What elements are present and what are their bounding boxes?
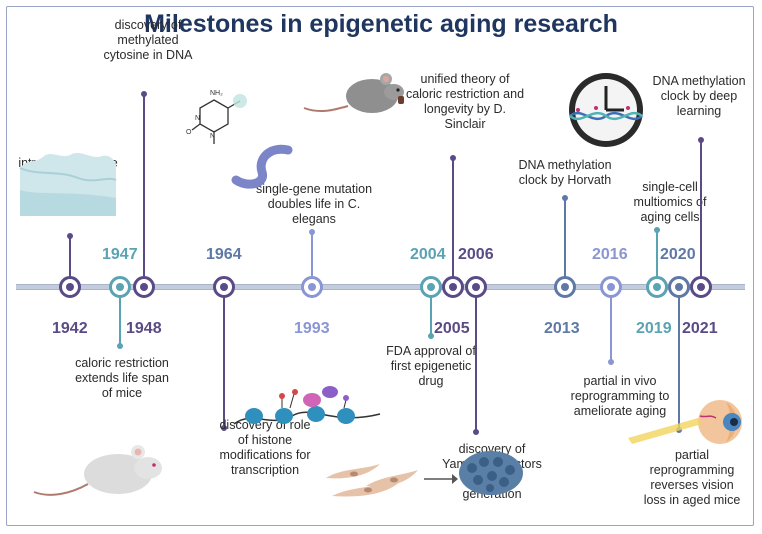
milestone-description-2013: DNA methylation clock by Horvath xyxy=(518,158,612,187)
milestone-year-2021: 2021 xyxy=(682,320,718,337)
stem-end-dot xyxy=(117,343,123,349)
milestone-year-1993: 1993 xyxy=(294,320,330,337)
milestone-stem-2006 xyxy=(473,287,479,435)
svg-text:N: N xyxy=(195,115,200,122)
stem-end-dot xyxy=(67,233,73,239)
milestone-description-2005: unified theory of caloric restriction an… xyxy=(405,72,525,131)
milestone-node-2021 xyxy=(690,276,712,298)
milestone-year-2004: 2004 xyxy=(410,246,446,263)
milestone-description-2020: partial reprogramming reverses vision lo… xyxy=(643,448,741,507)
mouse-bottom-icon xyxy=(33,445,162,496)
milestone-description-2021: DNA methylation clock by deep learning xyxy=(652,74,746,118)
milestone-stem-1948 xyxy=(141,91,147,287)
milestone-node-1993 xyxy=(301,276,323,298)
milestone-stem-1993 xyxy=(309,229,315,287)
milestone-stem-2013 xyxy=(562,195,568,287)
milestone-description-1964: discovery of role of histone modificatio… xyxy=(219,418,311,477)
milestone-description-2016: partial in vivo reprogramming to amelior… xyxy=(570,374,670,418)
milestone-node-1948 xyxy=(133,276,155,298)
stem-end-dot xyxy=(698,137,704,143)
mouse-top-icon xyxy=(303,73,404,113)
svg-text:N: N xyxy=(210,133,215,140)
stem-end-dot xyxy=(221,425,227,431)
milestone-description-2019: single-cell multiomics of aging cells xyxy=(633,180,707,224)
nucleosomes-histone-icon xyxy=(233,386,381,425)
milestone-node-2013 xyxy=(554,276,576,298)
diagram-frame xyxy=(6,6,754,526)
milestone-stem-2016 xyxy=(608,287,614,365)
milestone-year-2005: 2005 xyxy=(434,320,470,337)
milestone-node-1964 xyxy=(213,276,235,298)
clock-dna-icon xyxy=(569,73,643,147)
arrow-right-icon xyxy=(424,474,458,484)
milestone-year-2016: 2016 xyxy=(592,246,628,263)
milestone-stem-1947 xyxy=(117,287,123,349)
milestone-year-2020: 2020 xyxy=(660,246,696,263)
milestone-description-2004: FDA approval of first epigenetic drug xyxy=(386,344,476,388)
milestone-year-1947: 1947 xyxy=(102,246,138,263)
milestone-stem-2005 xyxy=(450,155,456,287)
milestone-node-2020 xyxy=(668,276,690,298)
light-beam-icon xyxy=(628,418,702,444)
milestone-stem-1964 xyxy=(221,287,227,431)
stem-end-dot xyxy=(428,333,434,339)
timeline-axis xyxy=(16,284,745,290)
diagram-title: Milestones in epigenetic aging research xyxy=(144,10,618,38)
glacier-landscape-icon xyxy=(19,153,117,216)
milestone-description-1948: discovery of methylated cytosine in DNA xyxy=(103,18,193,62)
milestone-year-2019: 2019 xyxy=(636,320,672,337)
milestone-node-2004 xyxy=(420,276,442,298)
milestone-year-2013: 2013 xyxy=(544,320,580,337)
eye-icon xyxy=(698,400,742,444)
svg-text:NH₂: NH₂ xyxy=(210,90,223,97)
milestone-stem-2004 xyxy=(428,287,434,339)
ipsc-colony-icon xyxy=(459,451,523,495)
stem-end-dot xyxy=(141,91,147,97)
milestone-node-2006 xyxy=(465,276,487,298)
milestone-node-2016 xyxy=(600,276,622,298)
stem-end-dot xyxy=(309,229,315,235)
stem-end-dot xyxy=(473,429,479,435)
milestone-year-1964: 1964 xyxy=(206,246,242,263)
milestone-description-1947: caloric restriction extends life span of… xyxy=(75,356,169,400)
stem-end-dot xyxy=(608,359,614,365)
milestone-stem-1942 xyxy=(67,233,73,287)
milestone-year-2006: 2006 xyxy=(458,246,494,263)
milestone-node-2005 xyxy=(442,276,464,298)
methylated-cytosine-structure-icon: NH₂ N O N xyxy=(186,90,247,144)
stem-end-dot xyxy=(654,227,660,233)
stem-end-dot xyxy=(450,155,456,161)
worm-icon xyxy=(231,144,293,189)
milestone-stem-2021 xyxy=(698,137,704,287)
stem-end-dot xyxy=(562,195,568,201)
milestone-description-1993: single-gene mutation doubles life in C. … xyxy=(255,182,373,226)
milestone-year-1948: 1948 xyxy=(126,320,162,337)
milestone-year-1942: 1942 xyxy=(52,320,88,337)
milestone-node-2019 xyxy=(646,276,668,298)
milestone-node-1947 xyxy=(109,276,131,298)
milestone-node-1942 xyxy=(59,276,81,298)
svg-text:O: O xyxy=(186,129,192,136)
milestone-stem-2019 xyxy=(654,227,660,287)
fibroblast-cells-icon xyxy=(326,464,418,497)
